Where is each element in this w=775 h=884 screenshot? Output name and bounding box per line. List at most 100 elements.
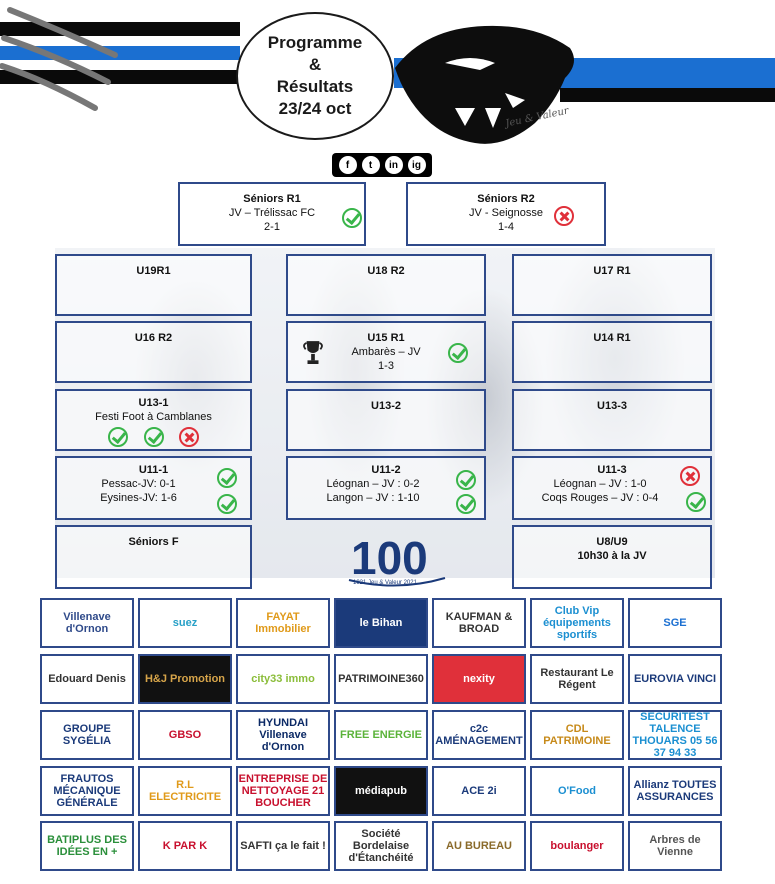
match-card-u11-3: U11-3 Léognan – JV : 1-0 Coqs Rouges – J… <box>512 456 712 520</box>
sponsor-logo: CDL PATRIMOINE <box>530 710 624 760</box>
category-label: U18 R2 <box>367 265 405 277</box>
header: Programme & Résultats 23/24 oct Jeu & Va… <box>0 0 775 160</box>
centenary-badge-icon: 100 <box>348 532 446 587</box>
sponsor-logo: AU BUREAU <box>432 821 526 871</box>
match-label: JV – Trélissac FC <box>228 207 316 219</box>
match-card-u15: U15 R1 Ambarès – JV 1-3 <box>286 321 486 383</box>
match-card-u11-2: U11-2 Léognan – JV : 0-2 Langon – JV : 1… <box>286 456 486 520</box>
sponsor-logo: c2c AMÉNAGEMENT <box>432 710 526 760</box>
sponsor-logo: nexity <box>432 654 526 704</box>
sponsor-logo: FREE ENERGIE <box>334 710 428 760</box>
sponsor-logo: médiapub <box>334 766 428 816</box>
facebook-icon[interactable]: f <box>338 156 357 174</box>
win-check-icon <box>217 494 237 514</box>
score-label: 1-4 <box>498 221 514 233</box>
sponsor-logo: HYUNDAI Villenave d'Ornon <box>236 710 330 760</box>
sponsor-logo: boulanger <box>530 821 624 871</box>
category-label: Séniors R2 <box>477 193 535 205</box>
instagram-icon[interactable]: ig <box>407 156 426 174</box>
linkedin-icon[interactable]: in <box>384 156 403 174</box>
title-line: & <box>308 55 322 74</box>
sponsor-logo: Club Vip équipements sportifs <box>530 598 624 648</box>
match-label: JV - Seignosse <box>469 207 543 219</box>
stripe-dark <box>560 88 775 102</box>
sponsor-logo: EUROVIA VINCI <box>628 654 722 704</box>
trophy-icon <box>303 341 323 364</box>
sponsor-logo: SGE <box>628 598 722 648</box>
win-check-icon <box>448 343 468 363</box>
win-check-icon <box>686 492 706 512</box>
category-label: U17 R1 <box>593 265 631 277</box>
score-label: 2-1 <box>264 221 280 233</box>
category-label: U13-2 <box>371 400 401 412</box>
win-check-icon <box>143 427 164 447</box>
stripe-dark <box>0 70 240 84</box>
event-label: Festi Foot à Camblanes <box>95 411 212 423</box>
sponsor-logo: O'Food <box>530 766 624 816</box>
match-card-u13-2: U13-2 <box>286 389 486 451</box>
match-label: Coqs Rouges – JV : 0-4 <box>541 492 659 504</box>
twitter-icon[interactable]: t <box>361 156 380 174</box>
category-label: U13-3 <box>597 400 627 412</box>
category-label: U13-1 <box>138 397 169 409</box>
title-line: Résultats <box>276 77 354 96</box>
category-label: U15 R1 <box>367 332 405 344</box>
match-card-u16: U16 R2 <box>55 321 252 383</box>
win-check-icon <box>342 208 362 228</box>
category-label: U19R1 <box>136 265 171 277</box>
score-label: 1-3 <box>378 360 394 372</box>
match-card-u17: U17 R1 <box>512 254 712 316</box>
category-label: U11-3 <box>597 464 627 476</box>
centenary-caption: 1921 Jeu & Valeur 2021 <box>353 580 417 586</box>
match-label: Langon – JV : 1-10 <box>326 492 420 504</box>
sponsor-logo: BATIPLUS DES IDÉES EN + <box>40 821 134 871</box>
title-line: Programme <box>267 33 363 52</box>
sponsor-logo: GROUPE SYGÉLIA <box>40 710 134 760</box>
sponsor-logo: le Bihan <box>334 598 428 648</box>
match-card-seniors-f: Séniors F <box>55 525 252 589</box>
loss-cross-icon <box>554 206 574 226</box>
sponsor-logo: Allianz TOUTES ASSURANCES <box>628 766 722 816</box>
match-card-u13-1: U13-1 Festi Foot à Camblanes <box>55 389 252 451</box>
win-check-icon <box>456 470 476 490</box>
win-check-icon <box>456 494 476 514</box>
win-check-icon <box>108 427 129 447</box>
match-label: Pessac-JV: 0-1 <box>101 478 176 490</box>
social-links: f t in ig <box>332 153 432 177</box>
sponsor-logo: GBSO <box>138 710 232 760</box>
results-row <box>57 427 250 447</box>
category-label: U11-1 <box>138 464 169 476</box>
sponsor-logo: H&J Promotion <box>138 654 232 704</box>
match-card-u18: U18 R2 <box>286 254 486 316</box>
sponsor-logo: Restaurant Le Régent <box>530 654 624 704</box>
centenary-logo: 100 1921 Jeu & Valeur 2021 <box>345 530 450 592</box>
sponsor-logo: KAUFMAN & BROAD <box>432 598 526 648</box>
sponsor-logo: suez <box>138 598 232 648</box>
category-label: U16 R2 <box>134 332 173 344</box>
match-label: Ambarès – JV <box>351 346 421 358</box>
title-badge: Programme & Résultats 23/24 oct <box>236 12 394 140</box>
sponsor-logo: FRAUTOS MÉCANIQUE GÉNÉRALE <box>40 766 134 816</box>
match-card-u8-u9: U8/U9 10h30 à la JV <box>512 525 712 589</box>
category-label: U11-2 <box>371 464 401 476</box>
category-label: Séniors R1 <box>243 193 301 205</box>
sponsor-logo: SAFTI ça le fait ! <box>236 821 330 871</box>
panther-logo-icon <box>395 25 574 144</box>
category-label: Séniors F <box>128 536 179 548</box>
sponsor-logo: K PAR K <box>138 821 232 871</box>
sponsor-logo: Edouard Denis <box>40 654 134 704</box>
sponsor-logo: Société Bordelaise d'Étanchéité <box>334 821 428 871</box>
match-card-u14: U14 R1 <box>512 321 712 383</box>
sponsor-logo: FAYAT Immobilier <box>236 598 330 648</box>
match-card-u13-3: U13-3 <box>512 389 712 451</box>
match-label: Léognan – JV : 0-2 <box>326 478 420 490</box>
win-check-icon <box>217 468 237 488</box>
match-card-u19: U19R1 <box>55 254 252 316</box>
match-label: Léognan – JV : 1-0 <box>553 478 647 490</box>
sponsor-logo: ENTREPRISE DE NETTOYAGE 21 BOUCHER <box>236 766 330 816</box>
category-label: U14 R1 <box>593 332 631 344</box>
centenary-number: 100 <box>351 532 428 584</box>
sponsor-logo: PATRIMOINE360 <box>334 654 428 704</box>
sponsor-logo: SECURITEST TALENCE THOUARS 05 56 37 94 3… <box>628 710 722 760</box>
loss-cross-icon <box>178 427 199 447</box>
